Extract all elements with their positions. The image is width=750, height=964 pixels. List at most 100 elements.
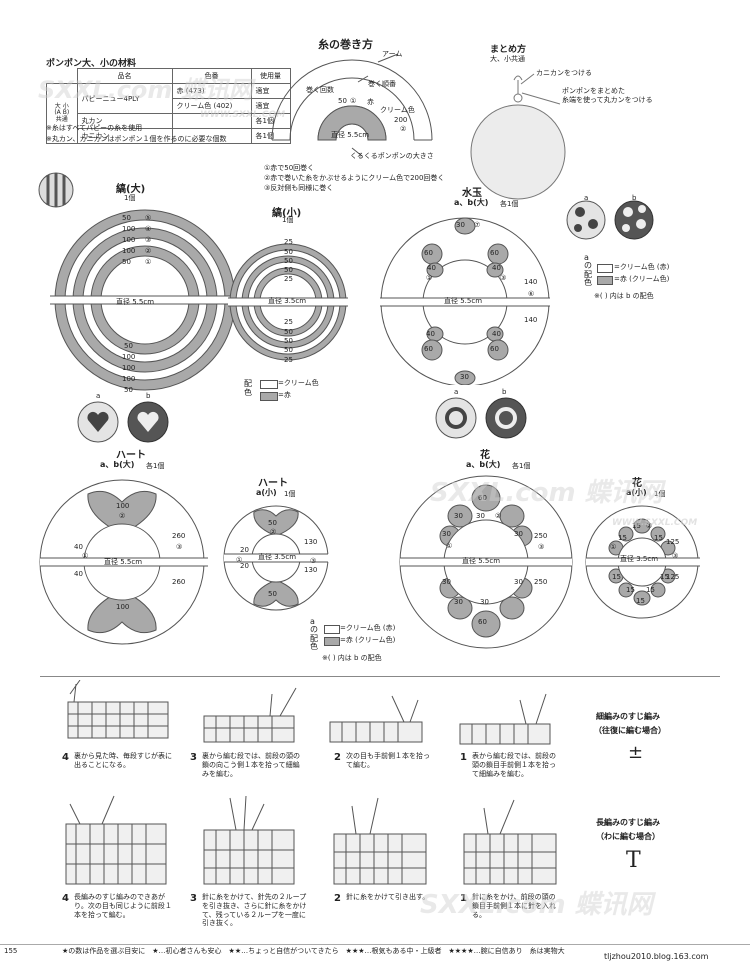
- polka-samples: [566, 200, 654, 240]
- ring-label: 100: [122, 236, 136, 244]
- stripe-large-count: 1個: [124, 194, 136, 202]
- footer-url: tljzhou2010.blog.163.com: [604, 952, 709, 961]
- stripe-small-count: 1個: [282, 216, 294, 224]
- ring-label: ⑤: [145, 214, 152, 222]
- heart-large-title: ハート: [116, 450, 146, 461]
- ring-label: ④: [145, 225, 152, 233]
- polka-label: ⑦: [474, 221, 481, 229]
- heart-large-count: 各1個: [146, 462, 165, 470]
- step-text: 針に糸をかけて、針先の２ループを引き抜き、さらに針に糸をかけて、残っている２ルー…: [202, 893, 307, 928]
- flower-large-count: 各1個: [512, 462, 531, 470]
- materials-note: ※糸はすべてパピーの糸を使用: [46, 124, 143, 132]
- heart-label: ①: [82, 552, 89, 560]
- materials-title: ポンポン大、小の材料: [46, 59, 137, 69]
- ring-label: 50: [284, 328, 293, 336]
- heart-label: 20: [240, 546, 249, 554]
- polka-dots: [421, 217, 509, 385]
- polka-title: 水玉: [462, 188, 482, 199]
- ring-label: 100: [122, 364, 136, 372]
- polka-label: 60: [490, 249, 499, 257]
- heart-large-diagram: [39, 479, 212, 645]
- sample-b-label: b: [502, 388, 507, 396]
- ring-label: 50: [284, 248, 293, 256]
- heart-label: 40: [74, 543, 83, 551]
- legend-text: =赤 (クリーム色): [614, 275, 670, 283]
- heart-label: ③: [176, 543, 183, 551]
- flower-label: ①: [610, 543, 617, 551]
- ring-label: 100: [122, 225, 136, 233]
- footer: 155 ★の数は作品を選ぶ目安に ★…初心者さんも安心 ★★…ちょっと自信がつい…: [0, 944, 750, 959]
- flower-label: 15: [626, 586, 635, 594]
- flower-label: ②: [646, 522, 653, 530]
- swatch-row2-3: [203, 795, 295, 885]
- step-text: 針に糸をかけて引き出す。: [346, 893, 430, 901]
- legend-text: =クリーム色 (赤): [614, 263, 670, 271]
- step-text: 裏から編む段では、前段の頭の鎖の向こう側１本を拾って細編みを編む。: [202, 752, 300, 778]
- swatch-row2-1: [463, 799, 557, 885]
- step-number: 3: [190, 893, 197, 904]
- legend-swatch-cream: [324, 625, 340, 634]
- flower-label: 15: [636, 597, 645, 605]
- ring-label: 50: [284, 337, 293, 345]
- heart-large-sub: a、b(大): [100, 460, 135, 469]
- label-red: 赤: [367, 98, 374, 106]
- legend-swatch-cream: [260, 380, 278, 389]
- heart-label: 260: [172, 532, 186, 540]
- flower-label: 125: [666, 538, 680, 546]
- flower-label: 250: [534, 532, 548, 540]
- stripe-large-title: 縞(大): [116, 184, 146, 195]
- swatch-row1-3: [203, 687, 297, 743]
- label-cream: クリーム色: [380, 106, 415, 114]
- flower-label: ②: [495, 512, 502, 520]
- table-cell: 各1個: [250, 128, 291, 144]
- label-c1: ①: [350, 97, 357, 105]
- flower-large-diagram: [399, 475, 573, 649]
- label-diameter: 直径 5.5cm: [331, 131, 370, 139]
- ring-label: 100: [122, 247, 136, 255]
- legend-note: ※( ) 内は b の配色: [594, 292, 654, 300]
- pompom-ball: [470, 73, 566, 200]
- flower-label: 15: [654, 534, 663, 542]
- ring-label: ②: [145, 247, 152, 255]
- heart-small-diagram: [223, 505, 330, 611]
- heart-label: 130: [304, 538, 318, 546]
- step-number: 4: [62, 752, 69, 763]
- heart-label: 50: [268, 519, 277, 527]
- step-text: 次の目も手前側１本を拾って編む。: [346, 752, 430, 769]
- label-n200: 200: [394, 116, 408, 124]
- step-text: 表から編む段では、前段の頭の鎖目手前側１本を拾って細編みを編む。: [472, 752, 556, 778]
- heart-label: 100: [116, 603, 130, 611]
- legend-swatch-red: [324, 637, 340, 646]
- page-number: 155: [4, 947, 18, 955]
- flower-label: 15: [612, 573, 621, 581]
- ring-label: 25: [284, 356, 293, 364]
- finish-label: カニカンをつける: [536, 69, 592, 77]
- polka-label: 40: [426, 330, 435, 338]
- label-c2: ②: [400, 125, 407, 133]
- watermark: SXXL.com 蝶讯网: [430, 478, 663, 508]
- watermark: SXXL.com 蝶讯网: [38, 76, 253, 104]
- flower-label: 30: [442, 530, 451, 538]
- heart-label: ②: [270, 528, 277, 536]
- flower-petals: [439, 484, 533, 638]
- legend-swatch-red: [260, 392, 278, 401]
- diameter-label: 直径 5.5cm: [462, 557, 501, 565]
- step-number: 2: [334, 893, 341, 904]
- heart-label: 40: [74, 570, 83, 578]
- stitch-symbol-icon: T: [626, 848, 641, 873]
- polka-label: ③: [500, 274, 507, 282]
- flower-small-title: 花: [632, 478, 642, 489]
- ring-label: ③: [145, 236, 152, 244]
- table-header: 使用量: [250, 68, 291, 84]
- step-text: 裏から見た時、毎段すじが表に出ることになる。: [74, 752, 172, 769]
- polka-label: 30: [456, 221, 465, 229]
- legend-text: =赤 (クリーム色): [340, 636, 396, 644]
- polka-diagram: [380, 217, 555, 385]
- winding-step: ③反対側も同様に巻く: [264, 184, 334, 192]
- watermark: WWW.SXXL.COM: [200, 110, 286, 120]
- polka-sub: a、b(大): [454, 198, 489, 207]
- flower-label: 250: [534, 578, 548, 586]
- flower-label: ③: [538, 543, 545, 551]
- sample-b-label: b: [632, 194, 637, 202]
